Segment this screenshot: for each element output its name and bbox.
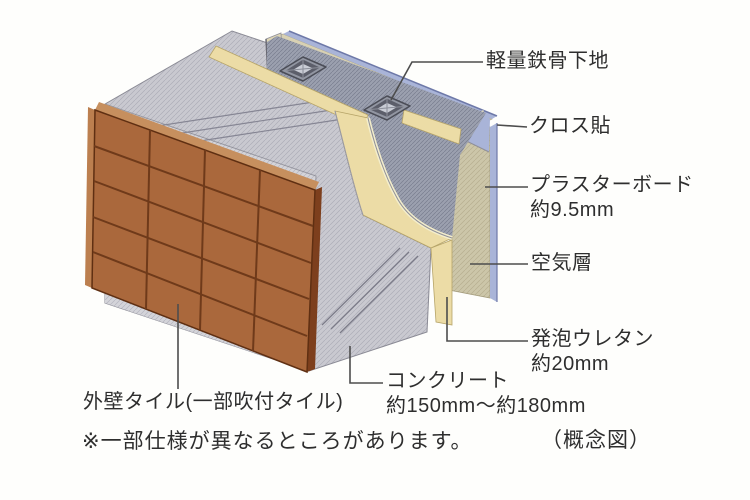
leader-concrete bbox=[349, 346, 383, 384]
leader-lines bbox=[177, 61, 528, 389]
label-cloth: クロス貼 bbox=[529, 115, 611, 137]
steel-stud bbox=[363, 95, 411, 121]
leader-steel-frame bbox=[390, 61, 483, 101]
label-air-layer: 空気層 bbox=[531, 252, 593, 274]
steel-stud bbox=[279, 56, 327, 82]
air-layer bbox=[267, 36, 486, 238]
tile-panel bbox=[85, 102, 322, 374]
disclaimer-note: ※一部仕様が異なるところがあります。 bbox=[82, 430, 473, 453]
label-plasterboard-size: 約9.5mm bbox=[530, 199, 615, 221]
label-exterior-tile: 外壁タイル(一部吹付タイル) bbox=[83, 391, 344, 413]
tile-grid bbox=[92, 129, 314, 352]
label-steel-frame: 軽量鉄骨下地 bbox=[486, 50, 609, 72]
label-urethane-size: 約20mm bbox=[531, 353, 610, 375]
label-concrete-size: 約150mm～約180mm bbox=[386, 395, 586, 417]
leader-cloth bbox=[496, 124, 528, 128]
label-urethane: 発泡ウレタン bbox=[531, 328, 654, 350]
concrete-end-break-lines bbox=[321, 247, 419, 334]
label-concrete: コンクリート bbox=[386, 370, 509, 392]
label-plasterboard: プラスターボード bbox=[530, 174, 694, 196]
figure-caption: （概念図） bbox=[541, 429, 651, 452]
leader-urethane bbox=[446, 297, 528, 342]
